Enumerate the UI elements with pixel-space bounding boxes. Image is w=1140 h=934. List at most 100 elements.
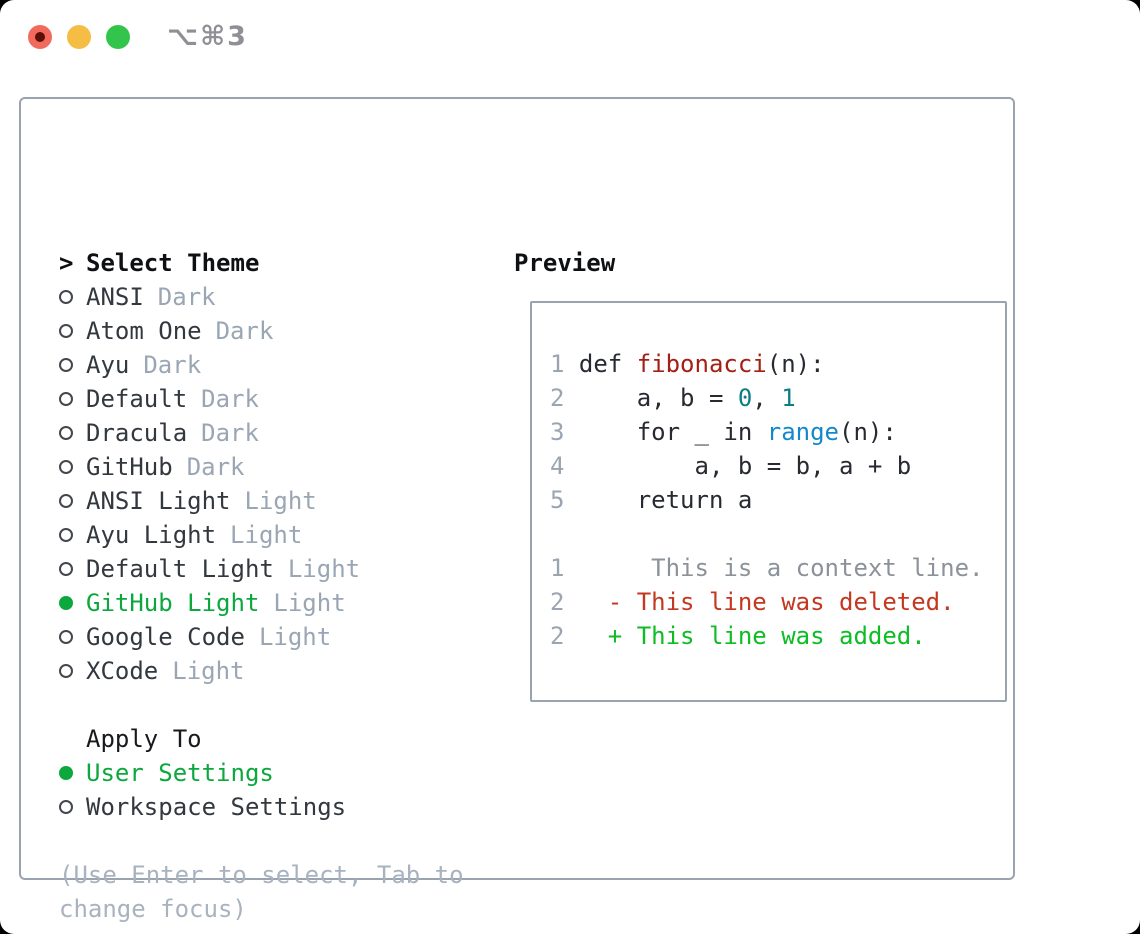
code-segment-code: ,: [752, 384, 782, 412]
theme-option-label: XCode: [86, 657, 159, 685]
preview-line: 3 for _ in range(n):: [550, 415, 983, 449]
theme-option-label: Default: [86, 385, 188, 413]
code-segment-number: 0: [737, 384, 753, 412]
radio-unselected-icon: [59, 460, 73, 474]
theme-variant-tag: Light: [287, 555, 361, 583]
code-segment-code: for _ in: [564, 418, 767, 446]
hint-text: (Use Enter to select, Tab to change focu…: [59, 858, 464, 926]
radio-unselected-icon: [59, 358, 73, 372]
spacer: [59, 688, 464, 722]
theme-option-xcode[interactable]: XCode Light: [59, 654, 464, 688]
theme-option-label: Ayu Light: [86, 521, 217, 549]
theme-variant-tag: Dark: [157, 283, 216, 311]
theme-variant-tag: Dark: [215, 317, 274, 345]
code-segment-code: def: [564, 350, 637, 378]
theme-variant-tag: Light: [230, 521, 303, 549]
code-segment-func: fibonacci: [636, 350, 767, 378]
preview-title: Preview: [514, 249, 616, 277]
theme-option-default-light[interactable]: Default Light Light: [59, 552, 464, 586]
keyboard-shortcut-label: ⌥⌘3: [167, 21, 248, 52]
theme-variant-tag: Dark: [201, 419, 259, 447]
radio-unselected-icon: [59, 494, 73, 508]
prompt-caret-icon: >: [59, 249, 74, 277]
theme-option-label: ANSI: [86, 283, 144, 311]
hint-line-2: change focus): [59, 895, 247, 923]
preview-line: 1 def fibonacci(n):: [550, 347, 983, 381]
minimize-button[interactable]: [67, 25, 91, 49]
theme-variant-tag: Light: [258, 623, 332, 651]
radio-unselected-icon: [59, 290, 73, 304]
theme-option-label: ANSI Light: [86, 487, 231, 515]
theme-variant-tag: Light: [244, 487, 317, 515]
preview-line: [550, 517, 983, 551]
theme-option-dracula[interactable]: Dracula Dark: [59, 416, 464, 450]
line-number: 2: [550, 384, 565, 412]
line-number: 2: [550, 622, 565, 650]
preview-line: 2 a, b = 0, 1: [550, 381, 983, 415]
apply-option-label: User Settings: [86, 759, 274, 787]
line-number: 4: [550, 452, 565, 480]
code-segment-code: (n):: [839, 418, 897, 446]
theme-option-label: Atom One: [86, 317, 202, 345]
line-number: 2: [550, 588, 565, 616]
close-button[interactable]: [28, 25, 52, 49]
theme-option-default[interactable]: Default Dark: [59, 382, 464, 416]
close-button-dot-icon: [35, 32, 45, 42]
theme-option-label: GitHub Light: [86, 589, 260, 617]
theme-option-ansi-light[interactable]: ANSI Light Light: [59, 484, 464, 518]
theme-option-github-light[interactable]: GitHub Light Light: [59, 586, 464, 620]
theme-option-github[interactable]: GitHub Dark: [59, 450, 464, 484]
code-segment-context: This is a context line.: [564, 554, 984, 582]
theme-option-label: Ayu: [86, 351, 130, 379]
theme-option-ansi[interactable]: ANSI Dark: [59, 280, 464, 314]
spacer: [59, 824, 464, 858]
apply-option-user-settings[interactable]: User Settings: [59, 756, 464, 790]
theme-option-google-code[interactable]: Google Code Light: [59, 620, 464, 654]
line-number: 1: [550, 554, 565, 582]
preview-line: 2 + This line was added.: [550, 619, 983, 653]
theme-variant-tag: Dark: [186, 453, 245, 481]
theme-variant-tag: Dark: [201, 385, 259, 413]
theme-option-ayu[interactable]: Ayu Dark: [59, 348, 464, 382]
preview-line: 4 a, b = b, a + b: [550, 449, 983, 483]
radio-unselected-icon: [59, 324, 73, 338]
apply-option-label: Workspace Settings: [86, 793, 347, 821]
hint-line-1: (Use Enter to select, Tab to: [59, 861, 464, 889]
preview-line: 2 - This line was deleted.: [550, 585, 983, 619]
theme-variant-tag: Light: [172, 657, 245, 685]
code-segment-added: + This line was added.: [564, 622, 926, 650]
theme-option-label: Default Light: [86, 555, 274, 583]
preview-line: 5 return a: [550, 483, 983, 517]
radio-unselected-icon: [59, 800, 73, 814]
radio-unselected-icon: [59, 392, 73, 406]
radio-unselected-icon: [59, 562, 73, 576]
line-number: 5: [550, 486, 565, 514]
theme-option-label: Dracula: [86, 419, 188, 447]
select-theme-title: Select Theme: [86, 249, 260, 277]
theme-option-label: Google Code: [86, 623, 245, 651]
code-segment-code: a, b = b, a + b: [564, 452, 912, 480]
radio-unselected-icon: [59, 426, 73, 440]
maximize-button[interactable]: [106, 25, 130, 49]
radio-unselected-icon: [59, 630, 73, 644]
code-segment-number: 1: [781, 384, 796, 412]
theme-option-atom-one[interactable]: Atom One Dark: [59, 314, 464, 348]
theme-option-label: GitHub: [86, 453, 173, 481]
theme-option-ayu-light[interactable]: Ayu Light Light: [59, 518, 464, 552]
code-segment-builtin: range: [766, 418, 839, 446]
code-segment-code: a, b =: [564, 384, 738, 412]
theme-variant-tag: Light: [273, 589, 346, 617]
radio-selected-icon: [59, 766, 73, 780]
preview-line: 1 This is a context line.: [550, 551, 983, 585]
code-segment-code: return a: [564, 486, 753, 514]
theme-variant-tag: Dark: [143, 351, 202, 379]
apply-option-workspace-settings[interactable]: Workspace Settings: [59, 790, 464, 824]
apply-to-title: Apply To: [86, 725, 202, 753]
